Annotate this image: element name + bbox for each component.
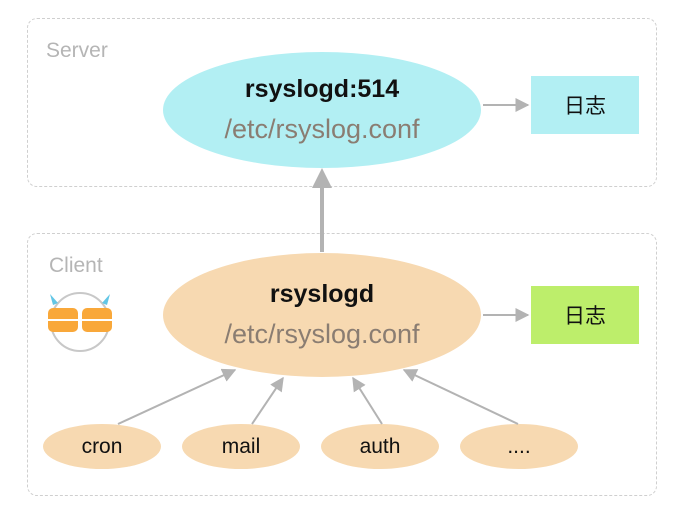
arrow-cron: [117, 368, 237, 425]
server-daemon-config: /etc/rsyslog.conf: [224, 114, 420, 144]
arrow-more: [402, 369, 519, 425]
source-label: cron: [81, 434, 123, 458]
client-daemon-node: rsyslogd /etc/rsyslog.conf: [163, 253, 481, 377]
server-log-node: 日志: [531, 76, 639, 134]
router-icon: [48, 292, 112, 352]
client-log-node: 日志: [531, 286, 639, 344]
client-group: [27, 233, 657, 496]
client-daemon-title: rsyslogd: [269, 280, 375, 308]
source-more: ....: [460, 424, 578, 469]
server-log-label: 日志: [564, 94, 606, 118]
source-auth: auth: [321, 424, 439, 469]
source-cron: cron: [43, 424, 161, 469]
source-mail: mail: [182, 424, 300, 469]
server-daemon-node: rsyslogd:514 /etc/rsyslog.conf: [163, 52, 481, 168]
server-group-label: Server: [46, 39, 108, 62]
client-group-label: Client: [49, 254, 103, 277]
server-group: [27, 18, 657, 187]
server-daemon-title: rsyslogd:514: [244, 75, 400, 103]
arrow-auth: [352, 376, 383, 425]
source-label: auth: [359, 434, 401, 458]
arrow-mail: [251, 376, 284, 425]
source-label: mail: [221, 434, 261, 458]
client-log-label: 日志: [564, 304, 606, 328]
client-daemon-config: /etc/rsyslog.conf: [224, 319, 420, 349]
source-label: ....: [507, 434, 531, 458]
